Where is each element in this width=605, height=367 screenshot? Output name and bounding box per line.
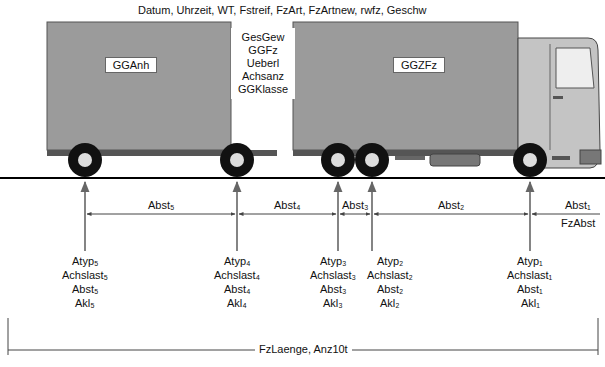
axle-attribute: Akl₂ [380, 297, 400, 310]
axle-attribute: Atyp₂ [377, 255, 403, 268]
road-line [0, 177, 605, 179]
axle-attribute: Akl₁ [521, 297, 540, 310]
dimension-label: Abst₅ [148, 199, 174, 212]
axle-attribute: Akl₃ [323, 297, 343, 310]
field-list: Datum, Uhrzeit, WT, Fstreif, FzArt, FzAr… [138, 4, 427, 17]
dimension-label: FzAbst [561, 217, 595, 230]
side-guard [395, 156, 425, 160]
step [552, 156, 570, 160]
axle-attribute: Atyp₄ [224, 255, 251, 268]
axle-attribute: Atyp₅ [72, 255, 98, 268]
node-text: GGAnh [112, 59, 150, 71]
cab-window [556, 48, 594, 88]
axle-attribute: Abst₃ [320, 283, 347, 296]
trailer-weight-box: GGAnh [105, 57, 157, 73]
axle-attribute: Achslast₃ [310, 269, 356, 282]
truck-body [293, 22, 518, 150]
dimension-label: Abst₃ [342, 199, 369, 212]
axle-attribute: Achslast₂ [367, 269, 413, 282]
bumper [580, 150, 601, 164]
axle-attribute: Abst₄ [224, 283, 251, 296]
node-text: GesGew GGFz Ueberl Achsanz GGKlasse [238, 31, 288, 96]
wheels [68, 143, 547, 177]
axle-attribute: Akl₅ [75, 297, 95, 310]
dimension-label: Abst₂ [438, 199, 464, 212]
cab-door [550, 44, 551, 150]
axle-attribute: Akl₄ [227, 297, 247, 310]
length-bracket [8, 318, 598, 355]
axle-attribute: Atyp₁ [517, 255, 543, 268]
fuel-tank [430, 154, 480, 166]
axle-attribute: Achslast₄ [214, 269, 260, 282]
trailer-body [47, 22, 231, 150]
truck-weight-box: GGZFz [393, 57, 445, 73]
axle-arrows [85, 182, 530, 251]
axle-attribute: Abst₅ [72, 283, 98, 296]
door-handle [553, 96, 563, 99]
dimension-label: Abst₄ [274, 199, 301, 212]
node-text: GGZFz [400, 59, 438, 71]
vehicle-data-box: GesGew GGFz Ueberl Achsanz GGKlasse [231, 28, 295, 99]
axle-attribute: Achslast₁ [507, 269, 552, 282]
length-label: FzLaenge, Anz10t [255, 343, 352, 356]
dimension-lines [87, 214, 600, 215]
axle-attribute: Abst₁ [517, 283, 543, 296]
dimension-label: Abst₁ [565, 199, 591, 212]
axle-attribute: Achslast₅ [62, 269, 108, 282]
wheel-hubs [78, 153, 537, 167]
axle-attribute: Abst₂ [377, 283, 403, 296]
axle-attribute: Atyp₃ [320, 255, 347, 268]
